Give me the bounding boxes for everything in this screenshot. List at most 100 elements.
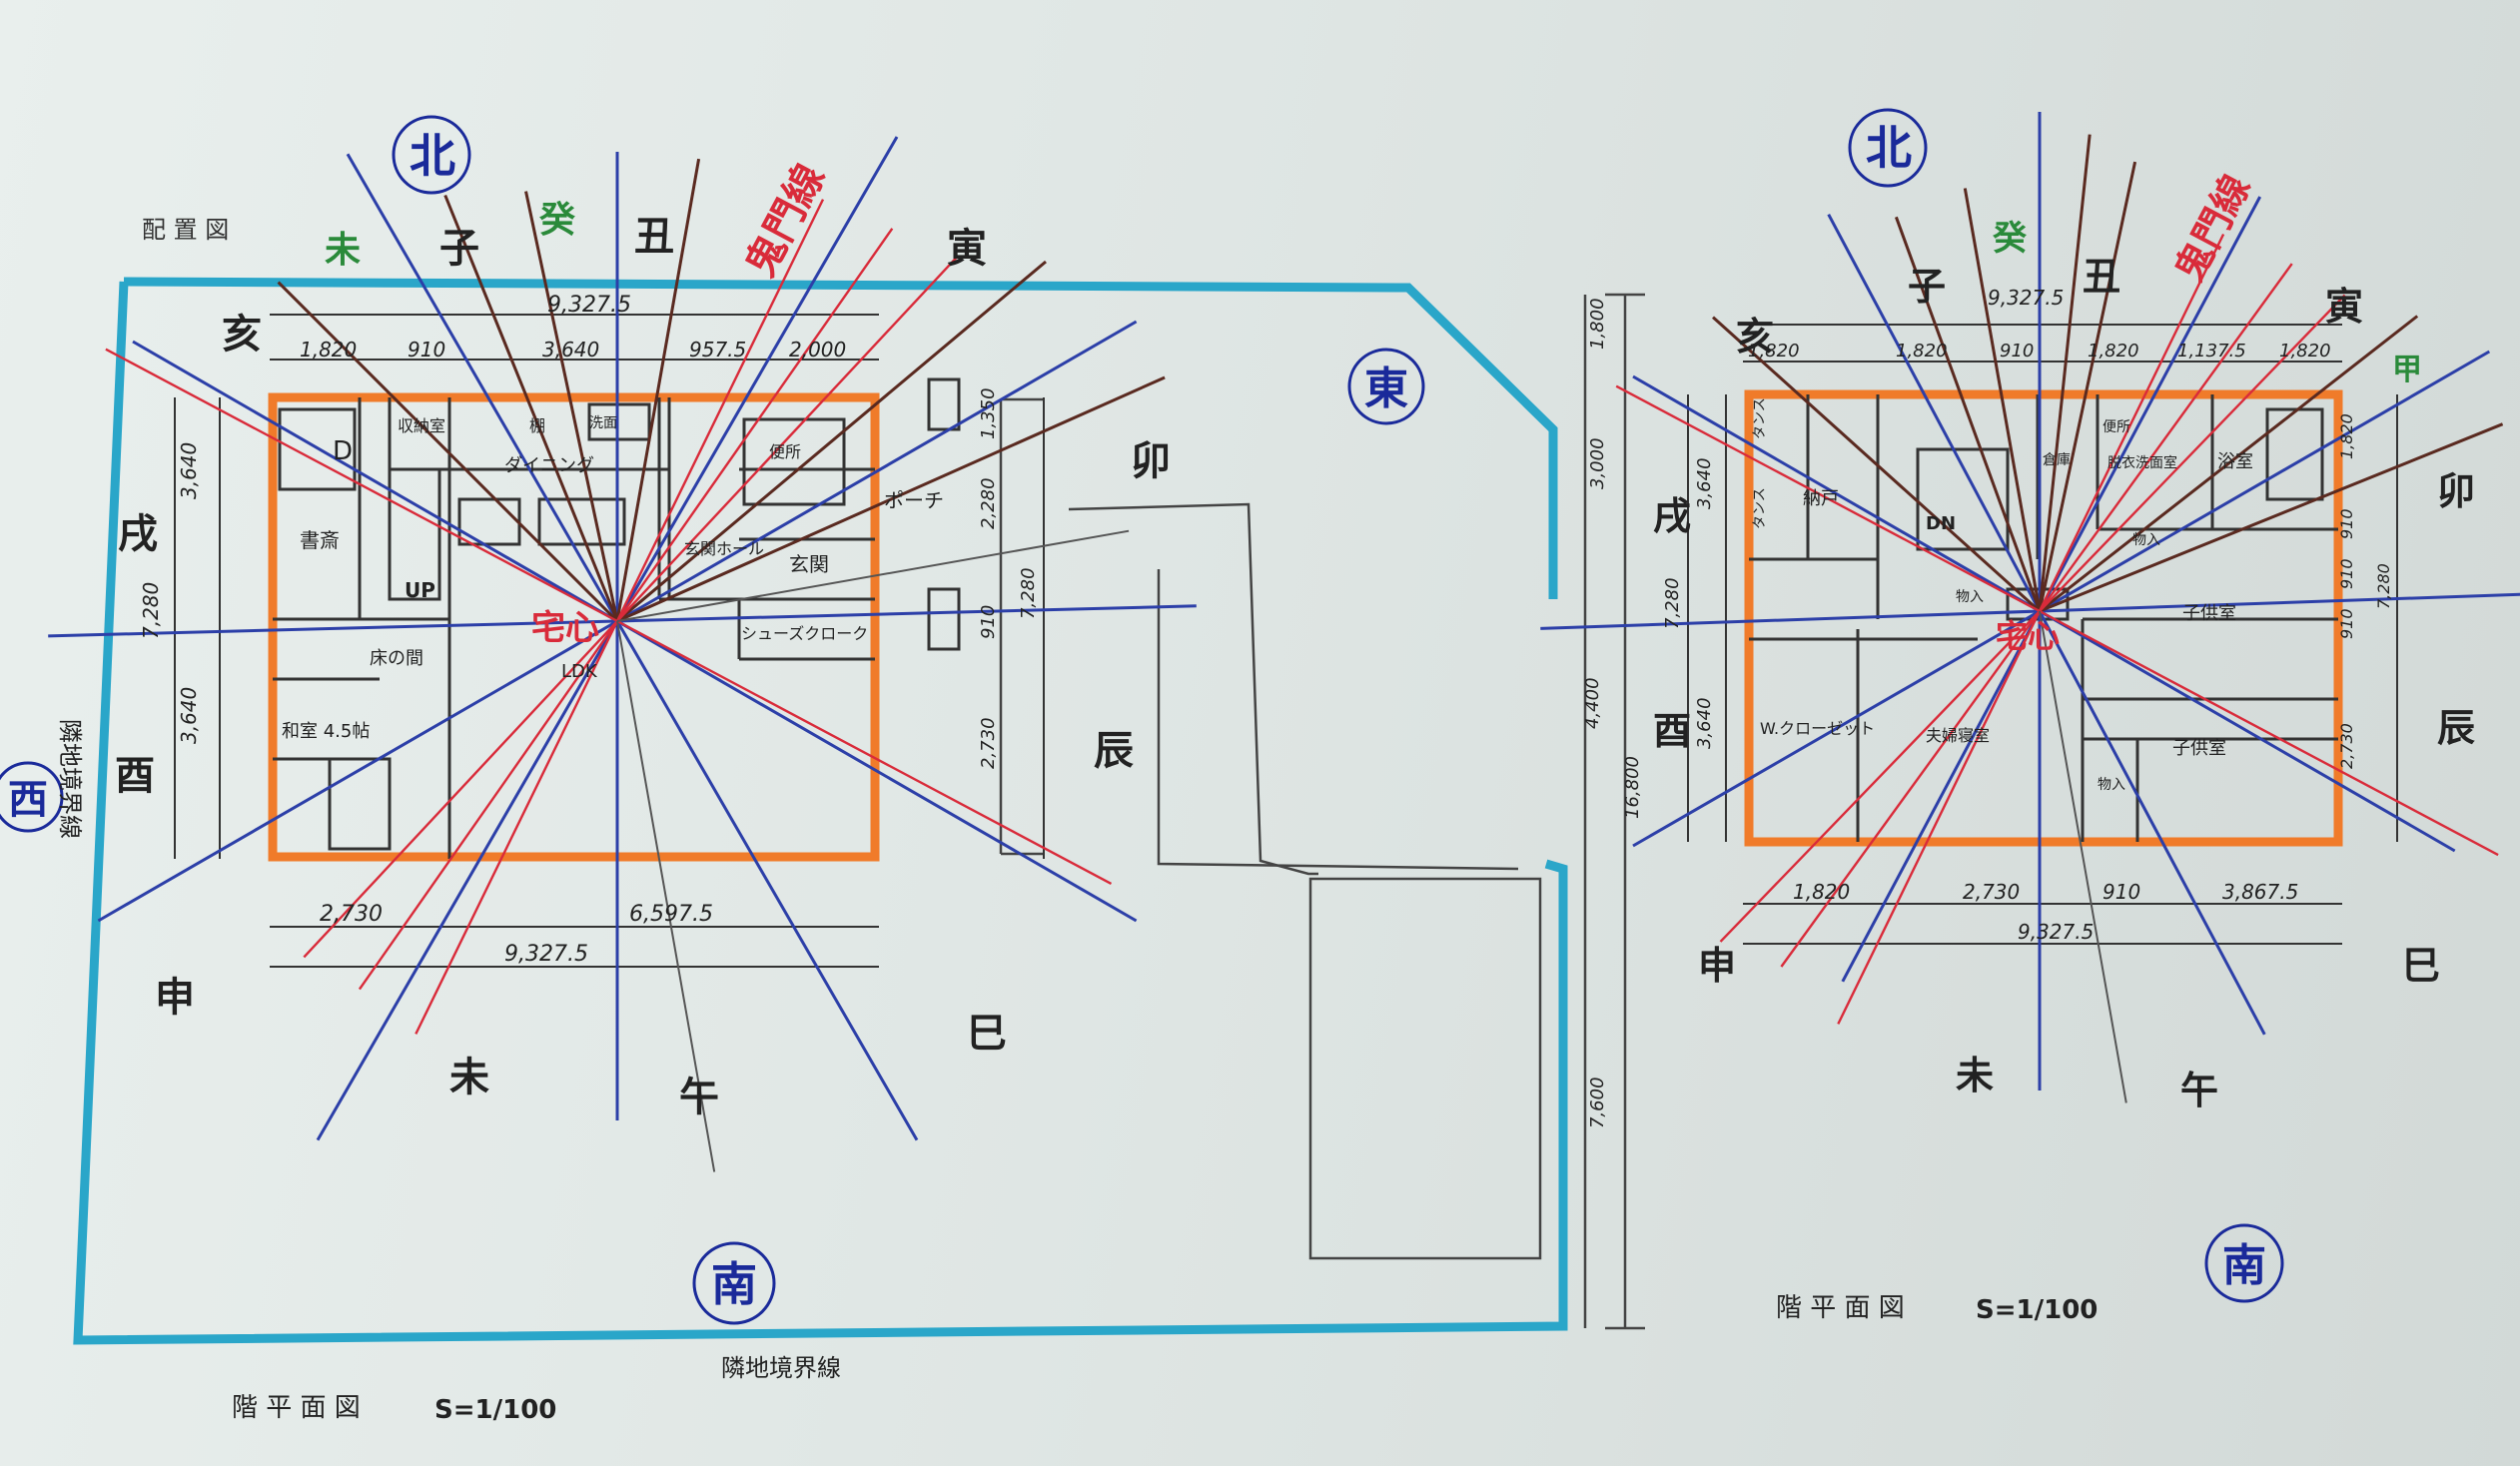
left-top-dim-4: 957.5	[689, 338, 746, 362]
right-top-dim-6: 1,820	[2279, 341, 2331, 362]
left-west-mark: 西	[8, 776, 48, 823]
rays-right-ray-12	[2039, 422, 2504, 613]
rays-left-ray-13	[358, 228, 894, 991]
room-shelf: 棚	[529, 416, 545, 435]
left-right-dim-3: 910	[978, 605, 999, 639]
right-house-center: 宅心	[1996, 617, 2060, 655]
room-study: 書斎	[300, 528, 340, 552]
r-dir-ushi: 丑	[2083, 254, 2120, 299]
room-porch: ポーチ	[884, 488, 944, 512]
left-top-dim-5: 2,000	[789, 338, 846, 362]
r-dir-inu: 戌	[1653, 493, 1691, 538]
left-bottom-dim-2: 6,597.5	[629, 902, 713, 927]
r-room-child2: 子供室	[2172, 738, 2226, 759]
room-washroom: 洗面	[589, 415, 617, 431]
dir-tora: 寅	[947, 225, 987, 272]
r-room-nando: 納戸	[1803, 488, 1839, 509]
rays-right-ray-15	[1719, 294, 2346, 943]
rays-left-ray-7	[443, 194, 619, 622]
right-side-dim-total: 7,280	[1662, 577, 1683, 629]
r-dir-mi-snake: 巳	[2402, 943, 2440, 988]
rays-left-ray-9	[615, 158, 701, 622]
rays-right-ray-3	[1632, 350, 2491, 848]
rays-left-ray-15	[105, 348, 1113, 885]
right-dimension-lines	[1687, 324, 2398, 945]
r-room-tansu1: タンス	[1752, 397, 1768, 439]
left-right-dim-2: 2,280	[978, 477, 999, 529]
site-dim-4: 7,600	[1587, 1077, 1608, 1128]
site-plan-title: 配 置 図	[142, 216, 229, 244]
r-dir-ne: 子	[1908, 264, 1946, 309]
site-outlines	[999, 293, 1645, 1330]
r-dir-tora: 寅	[2325, 284, 2363, 329]
rays-left-ray-6	[277, 281, 619, 623]
dir-hitsuji: 未	[449, 1054, 489, 1100]
r-room-child1: 子供室	[2182, 603, 2236, 624]
left-ldk: LDK	[561, 661, 598, 682]
r-room-dn: DN	[1926, 513, 1956, 534]
rays-right-ray-9	[2038, 134, 2092, 612]
r-dir-hitsuji: 未	[1956, 1053, 1994, 1098]
room-washitsu: 和室 4.5帖	[282, 721, 370, 742]
left-south-mark: 南	[711, 1257, 757, 1311]
room-up: UP	[405, 578, 435, 602]
right-side-dim-1: 3,640	[1694, 457, 1715, 509]
room-shoes: シューズクローク	[741, 624, 868, 643]
right-top-dim-5: 1,137.5	[2177, 341, 2246, 362]
r-room-master: 夫婦寝室	[1926, 726, 1990, 745]
right-side-dim-2: 3,640	[1694, 697, 1715, 749]
rays-right-ray-17	[2039, 610, 2127, 1103]
r-dir-tori: 酉	[1653, 708, 1691, 753]
left-dimension-lines	[174, 314, 1045, 968]
rays-right-ray-7	[1894, 216, 2042, 612]
site-boundary	[73, 277, 1568, 1345]
boundary-bottom-label: 隣地境界線	[721, 1354, 841, 1382]
rays-left-ray-17	[616, 620, 716, 1172]
right-bottom-dim-2: 2,730	[1963, 880, 2020, 904]
left-side-dim-1: 3,640	[177, 442, 201, 499]
site-dim-total: 16,800	[1622, 756, 1643, 819]
r-dir-uma: 午	[2180, 1068, 2218, 1112]
right-house-walls	[1749, 394, 2338, 842]
r-room-walkin: W.クローゼット	[1760, 719, 1875, 738]
right-bottom-dim-4: 3,867.5	[2222, 880, 2298, 904]
r-dir-tatsu: 辰	[2437, 705, 2475, 750]
rays-left-ray-2	[316, 136, 899, 1141]
rays-right-ray-8	[1963, 188, 2042, 612]
room-wc: 便所	[769, 442, 801, 461]
dir-kanoe: 癸	[538, 199, 575, 241]
rays-right-ray-11	[2039, 315, 2419, 613]
dir-i: 亥	[222, 311, 262, 358]
site-dim-2: 3,000	[1587, 437, 1608, 489]
left-top-dim-2: 910	[408, 338, 445, 362]
left-radial-lines	[48, 136, 1197, 1172]
dir-mi-green: 未	[325, 229, 361, 271]
right-top-dim-2: 1,820	[1896, 341, 1948, 362]
room-dining: ダイニング	[504, 455, 594, 476]
dir-ushi: 丑	[634, 213, 674, 260]
left-east-mark: 東	[1364, 364, 1408, 414]
dir-saru: 申	[155, 974, 195, 1021]
r-room-bath: 浴室	[2217, 451, 2253, 472]
right-top-dim-1: 1,820	[1748, 341, 1800, 362]
left-side-dim-2: 3,640	[177, 687, 201, 744]
site-dim-1: 1,800	[1587, 298, 1608, 350]
plan1-title: 階 平 面 図	[232, 1393, 361, 1423]
dir-u: 卯	[1131, 437, 1171, 484]
dir-ne: 子	[439, 225, 479, 272]
dir-uma: 午	[679, 1074, 719, 1120]
left-right-dim-1: 1,350	[978, 387, 999, 439]
right-bottom-dim-3: 910	[2102, 880, 2140, 904]
rays-left-ray-8	[524, 191, 619, 622]
room-genkan: 玄関	[789, 552, 829, 576]
right-top-dim-total: 9,327.5	[1988, 286, 2064, 310]
room-storage: 収納室	[398, 416, 445, 435]
room-kitchen-d: D	[333, 436, 353, 466]
right-bottom-dim-total: 9,327.5	[2018, 920, 2094, 944]
r-room-closet3: 物入	[2098, 777, 2125, 793]
left-top-dim-1: 1,820	[300, 338, 357, 362]
r-dir-saru: 申	[1698, 943, 1736, 988]
rays-right-ray-16	[1615, 384, 2499, 857]
rays-left-ray-4	[346, 153, 919, 1141]
r-dir-i: 亥	[1736, 314, 1774, 359]
